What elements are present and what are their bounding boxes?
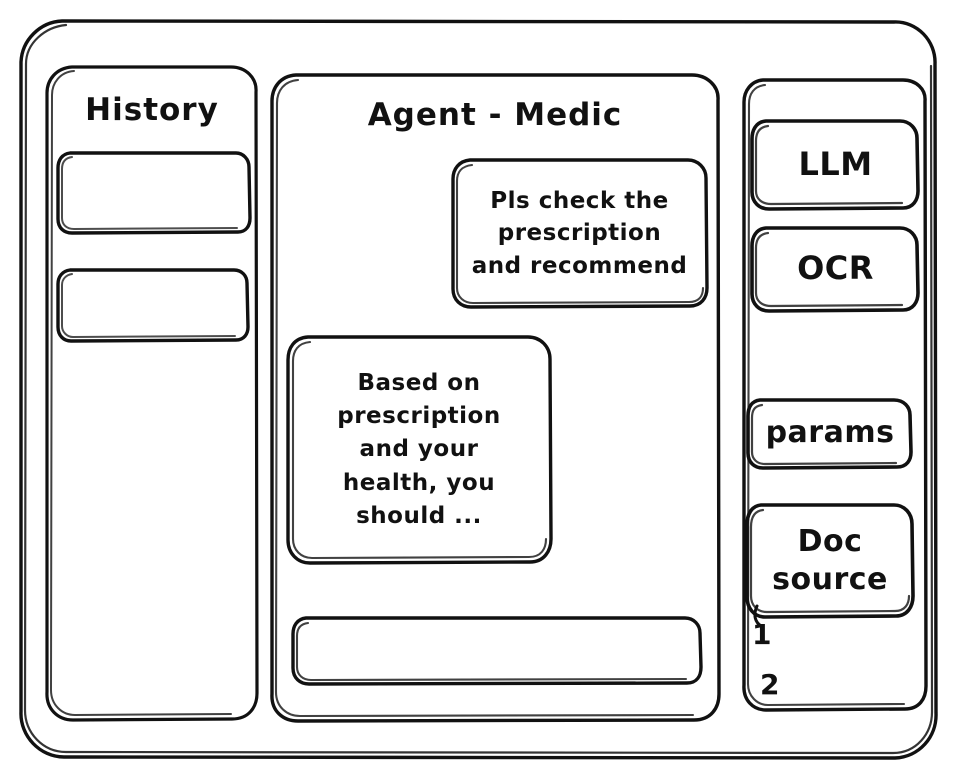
doc-source-item[interactable]: 1 <box>752 617 772 651</box>
doc-source-button-label: Doc source <box>772 523 888 597</box>
doc-source-item[interactable]: 2 <box>760 667 780 701</box>
assistant-message-text: Based on prescription and your health, y… <box>337 370 501 529</box>
user-message-text: Pls check the prescription and recommend <box>471 187 688 279</box>
tool-button-ocr-label: OCR <box>797 249 874 288</box>
page-title: Agent - Medic <box>367 97 623 134</box>
params-button-label: params <box>765 415 895 451</box>
message-input[interactable] <box>291 616 702 685</box>
tool-button-llm-label: LLM <box>798 144 873 183</box>
history-item[interactable] <box>58 268 250 342</box>
history-item[interactable] <box>58 151 250 234</box>
history-title: History <box>85 92 219 129</box>
